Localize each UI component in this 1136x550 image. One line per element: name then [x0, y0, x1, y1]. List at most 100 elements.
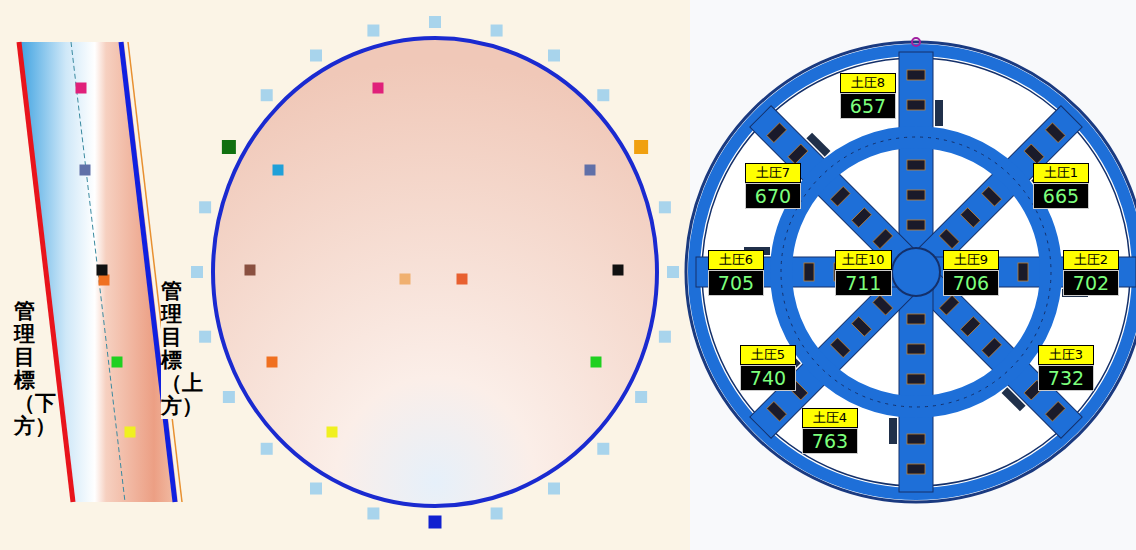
cutter-bit: [767, 123, 787, 143]
cutter-face: [686, 42, 1136, 502]
cutter-bit: [852, 317, 872, 337]
gauge-value: 657: [840, 93, 896, 119]
spokes: [696, 52, 1136, 492]
cutter-bit: [907, 314, 925, 324]
marker: [597, 89, 609, 101]
face-circle: [213, 38, 657, 506]
gauge-value: 706: [943, 270, 999, 296]
pressure-gauge-box: 土圧1665: [1033, 163, 1089, 209]
cutter-bit: [852, 208, 872, 228]
cutter-bit: [939, 295, 959, 315]
marker: [112, 357, 123, 368]
marker: [273, 165, 284, 176]
cutter-bit: [907, 70, 925, 80]
marker: [97, 265, 108, 276]
marker: [659, 201, 671, 213]
marker: [125, 427, 136, 438]
hub: [892, 248, 940, 296]
gauge-value: 763: [802, 428, 858, 454]
cutter-bit: [788, 144, 808, 164]
gauge-name: 土圧5: [740, 345, 796, 365]
marker: [429, 16, 441, 28]
bit-holder: [935, 100, 943, 126]
pressure-gauge-box: 土圧3732: [1038, 345, 1094, 391]
ring: [781, 137, 1051, 407]
marker: [76, 83, 87, 94]
cutter-bit: [1024, 144, 1044, 164]
pressure-gauge-box: 土圧8657: [840, 73, 896, 119]
gauge-value: 665: [1033, 183, 1089, 209]
cutter-bit: [1018, 263, 1028, 281]
marker: [667, 266, 679, 278]
marker: [634, 140, 648, 154]
marker: [613, 265, 624, 276]
cutter-bit: [907, 464, 925, 474]
gauge-value: 705: [708, 270, 764, 296]
marker: [310, 49, 322, 61]
marker: [373, 83, 384, 94]
gauge-value: 702: [1063, 270, 1119, 296]
gauge-name: 土圧6: [708, 250, 764, 270]
marker: [597, 443, 609, 455]
marker: [223, 391, 235, 403]
upper-limit-line: [121, 42, 175, 502]
center-line: [71, 42, 125, 502]
cutter-bit: [830, 338, 850, 358]
marker: [80, 165, 91, 176]
cutter-bit: [982, 338, 1002, 358]
band: [18, 42, 178, 502]
target-label: 管理目標（上方）: [161, 280, 182, 419]
gauge-name: 土圧9: [943, 250, 999, 270]
marker: [491, 507, 503, 519]
marker: [245, 265, 256, 276]
markers: [76, 83, 136, 438]
marker: [400, 274, 411, 285]
gauge-name: 土圧3: [1038, 345, 1094, 365]
marker: [99, 275, 110, 286]
marker: [199, 331, 211, 343]
marker: [199, 201, 211, 213]
marker: [327, 427, 338, 438]
cutter-bit: [939, 229, 959, 249]
bit-holder: [806, 133, 830, 157]
marker: [491, 25, 503, 37]
cutter-bit: [767, 401, 787, 421]
gauge-name: 土圧4: [802, 408, 858, 428]
cutter-bit: [961, 208, 981, 228]
cutter-bit: [982, 186, 1002, 206]
pressure-gauge-box: 土圧5740: [740, 345, 796, 391]
cutter-bit: [907, 160, 925, 170]
target-label: 管理目標（下方）: [14, 300, 35, 439]
ring-detail: [781, 137, 1051, 407]
marker: [457, 274, 468, 285]
gauge-name: 土圧1: [1033, 163, 1089, 183]
pressure-gauge-box: 土圧4763: [802, 408, 858, 454]
outer-markers: [191, 16, 679, 529]
cutter-bit: [1045, 123, 1065, 143]
bit-holder: [1002, 387, 1026, 411]
cutter-bit: [907, 434, 925, 444]
marker: [635, 391, 647, 403]
gauge-value: 670: [745, 183, 801, 209]
marker: [585, 165, 596, 176]
pressure-gauge-box: 土圧9706: [943, 250, 999, 296]
cutter-bit: [961, 317, 981, 337]
top-mark: [912, 38, 920, 46]
marker: [367, 25, 379, 37]
cutter-bit: [1045, 401, 1065, 421]
marker: [591, 357, 602, 368]
cutter-bit: [907, 374, 925, 384]
pressure-gauge-box: 土圧6705: [708, 250, 764, 296]
cutter-bit: [907, 220, 925, 230]
marker: [191, 266, 203, 278]
pressure-gauge-box: 土圧10711: [835, 250, 892, 296]
panel: [690, 0, 1136, 550]
gauge-value: 732: [1038, 365, 1094, 391]
gauge-name: 土圧2: [1063, 250, 1119, 270]
marker: [261, 89, 273, 101]
gauge-value: 740: [740, 365, 796, 391]
gauge-value: 711: [835, 270, 892, 296]
cutter-bit: [830, 186, 850, 206]
edge-line: [128, 42, 182, 502]
gauge-name: 土圧8: [840, 73, 896, 93]
